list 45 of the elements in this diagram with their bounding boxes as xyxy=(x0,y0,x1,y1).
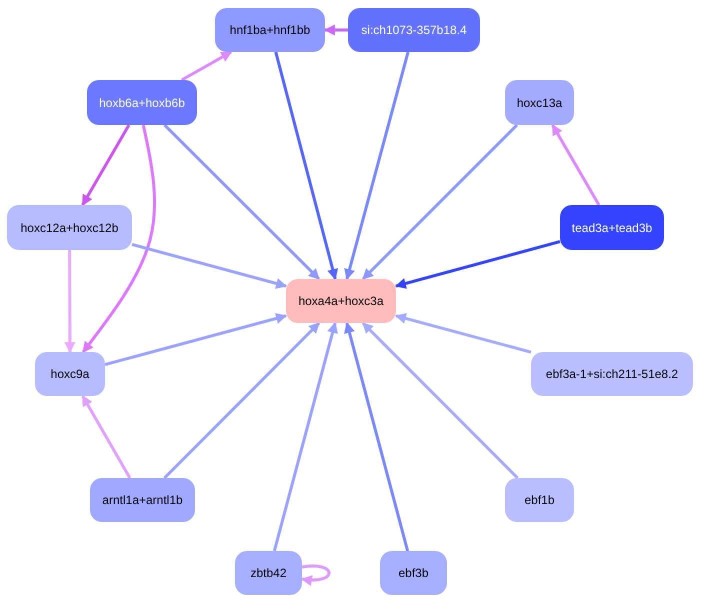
gene-label: hnf1ba+hnf1bb xyxy=(230,23,310,37)
gene-node xyxy=(87,80,197,125)
gene-label: ebf1b xyxy=(524,493,555,507)
arrow xyxy=(81,124,130,206)
gene-node xyxy=(348,8,480,52)
self-loop-arrow xyxy=(300,564,330,586)
arrow xyxy=(132,242,288,289)
gene-node xyxy=(90,478,195,522)
gene-label: hoxc9a xyxy=(50,367,90,381)
gene-label: hoxa4a+hoxc3a xyxy=(298,294,384,308)
arrow xyxy=(163,322,320,480)
gene-node xyxy=(505,80,574,125)
gene-label: ebf3a-1+si:ch211-51e8.2 xyxy=(546,367,678,381)
arrow xyxy=(64,250,76,354)
arrow xyxy=(82,124,156,353)
gene-node xyxy=(531,352,693,396)
arrow xyxy=(104,313,288,366)
gene-node xyxy=(560,205,664,250)
arrow xyxy=(394,240,560,289)
arrow xyxy=(344,322,410,552)
arrow xyxy=(164,124,320,280)
gene-node xyxy=(7,205,132,250)
gene-node xyxy=(380,551,447,595)
gene-label: hoxc13a xyxy=(516,96,562,110)
gene-node xyxy=(235,551,302,595)
gene-label: ebf3b xyxy=(398,566,429,580)
arrow xyxy=(180,50,232,82)
arrow xyxy=(272,322,338,552)
gene-node xyxy=(286,279,396,323)
gene-label: arntl1a+arntl1b xyxy=(102,493,183,507)
arrow xyxy=(362,124,518,280)
gene-node xyxy=(215,8,325,52)
arrow xyxy=(551,124,600,206)
gene-label: tead3a+tead3b xyxy=(572,220,652,234)
arrow xyxy=(394,313,532,354)
gene-node xyxy=(505,478,574,522)
gene-label: si:ch1073-357b18.4 xyxy=(361,23,467,37)
gene-node xyxy=(35,352,105,396)
arrow xyxy=(324,24,348,36)
gene-label: hoxb6a+hoxb6b xyxy=(99,96,185,110)
arrow xyxy=(344,52,410,280)
arrow xyxy=(274,52,338,280)
gene-label: hoxc12a+hoxc12b xyxy=(20,220,118,234)
arrow xyxy=(362,322,519,480)
gene-label: zbtb42 xyxy=(250,566,287,580)
